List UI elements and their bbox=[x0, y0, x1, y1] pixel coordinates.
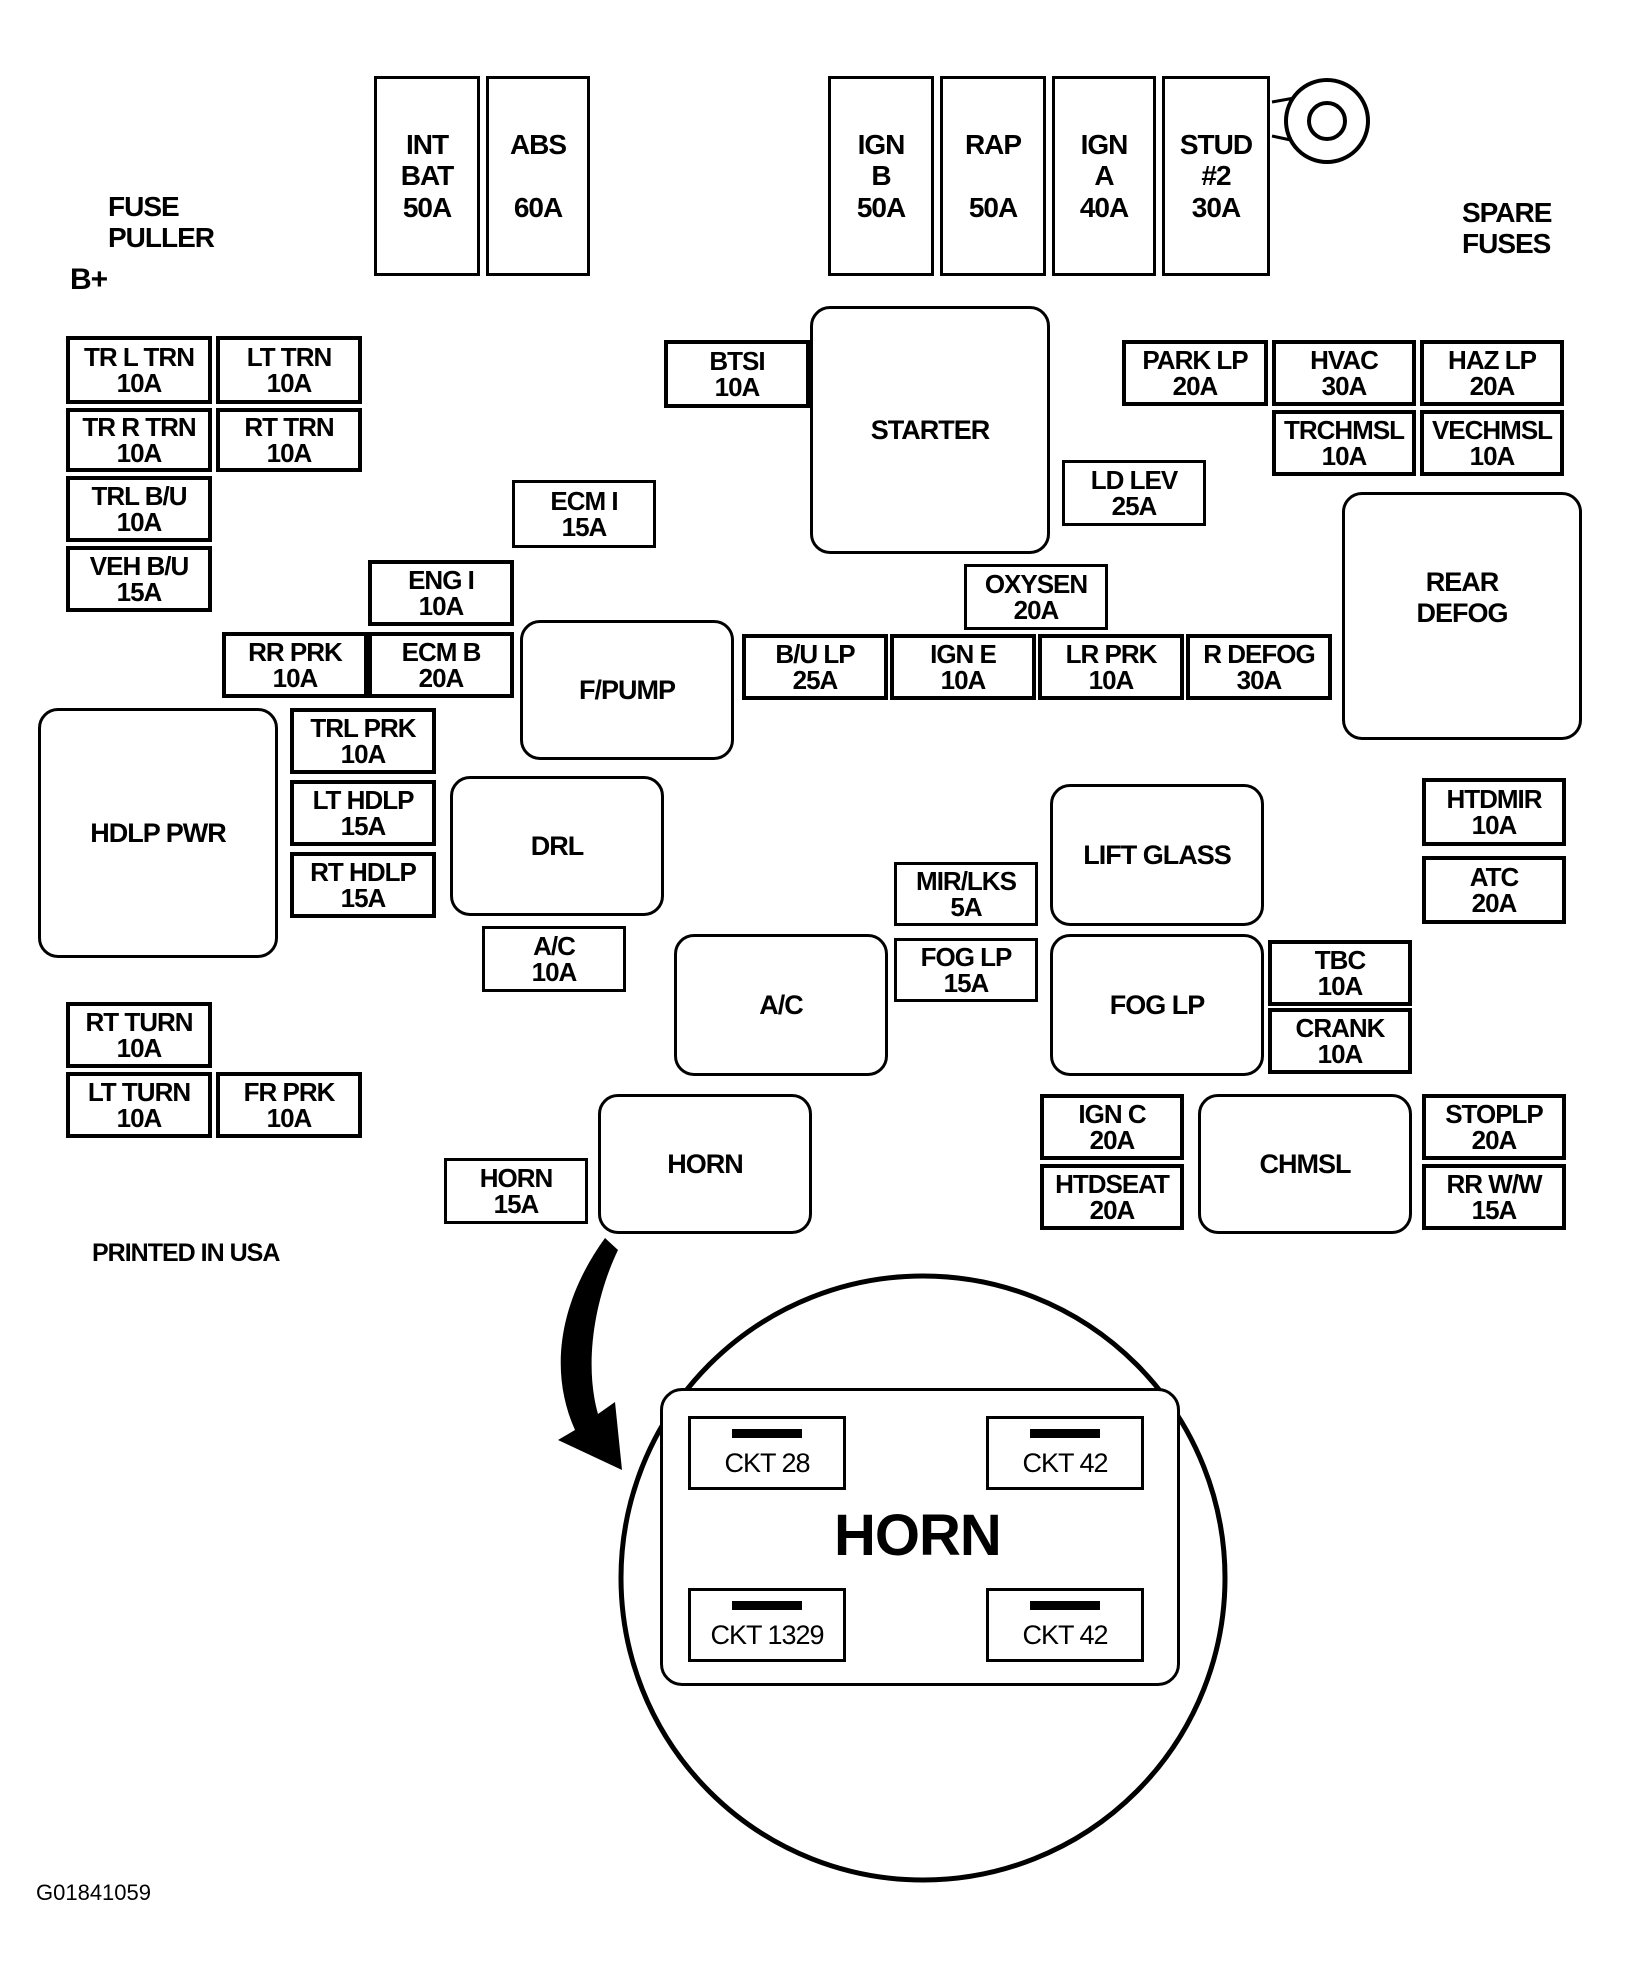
maxi-fuse-int-bat: INT BAT 50A bbox=[374, 76, 480, 276]
fuse-htdseat: HTDSEAT 20A bbox=[1040, 1164, 1184, 1230]
horn-detail-title: HORN bbox=[834, 1503, 1002, 1568]
fuse-hvac: HVAC 30A bbox=[1272, 340, 1416, 406]
fuse-haz-lp: HAZ LP 20A bbox=[1420, 340, 1564, 406]
fuse-ld-lev: LD LEV 25A bbox=[1062, 460, 1206, 526]
fuse-ac: A/C 10A bbox=[482, 926, 626, 992]
terminal-ckt-1329: CKT 1329 bbox=[688, 1588, 846, 1662]
relay-f-pump: F/PUMP bbox=[520, 620, 734, 760]
fuse-stoplp: STOPLP 20A bbox=[1422, 1094, 1566, 1160]
fuse-crank: CRANK 10A bbox=[1268, 1008, 1412, 1074]
maxi-fuse-stud-2: STUD #2 30A bbox=[1162, 76, 1270, 276]
maxi-fuse-ign-b: IGN B 50A bbox=[828, 76, 934, 276]
fuse-vechmsl: VECHMSL 10A bbox=[1420, 410, 1564, 476]
maxi-fuse-abs: ABS 60A bbox=[486, 76, 590, 276]
fuse-trl-prk: TRL PRK 10A bbox=[290, 708, 436, 774]
fuse-r-defog: R DEFOG 30A bbox=[1186, 634, 1332, 700]
fuse-rt-turn: RT TURN 10A bbox=[66, 1002, 212, 1068]
terminal-ckt-28: CKT 28 bbox=[688, 1416, 846, 1490]
fuse-rt-trn: RT TRN 10A bbox=[216, 408, 362, 472]
fuse-trl-bu: TRL B/U 10A bbox=[66, 476, 212, 542]
fuse-rr-prk: RR PRK 10A bbox=[222, 632, 368, 698]
relay-starter: STARTER bbox=[810, 306, 1050, 554]
spare-fuses-label: SPARE FUSES bbox=[1462, 197, 1552, 259]
fuse-oxysen: OXYSEN 20A bbox=[964, 564, 1108, 630]
fuse-bu-lp: B/U LP 25A bbox=[742, 634, 888, 700]
fuse-lt-hdlp: LT HDLP 15A bbox=[290, 780, 436, 846]
fuse-ign-c: IGN C 20A bbox=[1040, 1094, 1184, 1160]
fuse-rr-ww: RR W/W 15A bbox=[1422, 1164, 1566, 1230]
fuse-ign-e: IGN E 10A bbox=[890, 634, 1036, 700]
relay-fog-lp: FOG LP bbox=[1050, 934, 1264, 1076]
detail-arrow-icon bbox=[558, 1238, 622, 1470]
fuse-trchmsl: TRCHMSL 10A bbox=[1272, 410, 1416, 476]
fuse-park-lp: PARK LP 20A bbox=[1122, 340, 1268, 406]
maxi-fuse-ign-a: IGN A 40A bbox=[1052, 76, 1156, 276]
relay-horn: HORN bbox=[598, 1094, 812, 1234]
relay-drl: DRL bbox=[450, 776, 664, 916]
fuse-tbc: TBC 10A bbox=[1268, 940, 1412, 1006]
fuse-lt-turn: LT TURN 10A bbox=[66, 1072, 212, 1138]
relay-hdlp-pwr: HDLP PWR bbox=[38, 708, 278, 958]
stud-terminal-icon bbox=[1271, 78, 1370, 164]
fuse-horn: HORN 15A bbox=[444, 1158, 588, 1224]
fuse-btsi: BTSI 10A bbox=[664, 340, 810, 408]
relay-chmsl: CHMSL bbox=[1198, 1094, 1412, 1234]
terminal-ckt-42-top: CKT 42 bbox=[986, 1416, 1144, 1490]
fuse-lt-trn: LT TRN 10A bbox=[216, 336, 362, 404]
maxi-fuse-rap: RAP 50A bbox=[940, 76, 1046, 276]
figure-code: G01841059 bbox=[36, 1880, 151, 1905]
relay-rear-defog: REAR DEFOG bbox=[1342, 492, 1582, 740]
fuse-fr-prk: FR PRK 10A bbox=[216, 1072, 362, 1138]
fuse-tr-l-trn: TR L TRN 10A bbox=[66, 336, 212, 404]
printed-in-usa-label: PRINTED IN USA bbox=[92, 1239, 280, 1267]
fuse-atc: ATC 20A bbox=[1422, 856, 1566, 924]
fuse-veh-bu: VEH B/U 15A bbox=[66, 546, 212, 612]
terminal-ckt-42-bottom: CKT 42 bbox=[986, 1588, 1144, 1662]
fuse-puller-label: FUSE PULLER bbox=[108, 191, 215, 253]
b-plus-label: B+ bbox=[70, 263, 108, 296]
fuse-rt-hdlp: RT HDLP 15A bbox=[290, 852, 436, 918]
fuse-mir-lks: MIR/LKS 5A bbox=[894, 862, 1038, 926]
relay-lift-glass: LIFT GLASS bbox=[1050, 784, 1264, 926]
fuse-fog-lp: FOG LP 15A bbox=[894, 938, 1038, 1002]
fuse-htdmir: HTDMIR 10A bbox=[1422, 778, 1566, 846]
fuse-eng-i: ENG I 10A bbox=[368, 560, 514, 626]
fuse-lr-prk: LR PRK 10A bbox=[1038, 634, 1184, 700]
fuse-ecm-b: ECM B 20A bbox=[368, 632, 514, 698]
fuse-ecm-i: ECM I 15A bbox=[512, 480, 656, 548]
fuse-tr-r-trn: TR R TRN 10A bbox=[66, 408, 212, 472]
relay-ac: A/C bbox=[674, 934, 888, 1076]
